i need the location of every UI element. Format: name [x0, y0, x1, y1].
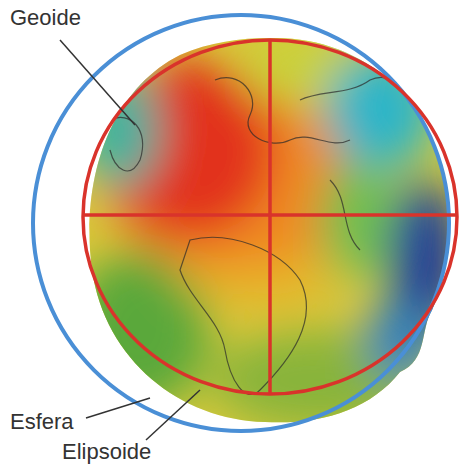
leader-line	[60, 40, 135, 125]
axis-line	[83, 213, 457, 217]
globe	[60, 20, 460, 440]
leader-line	[146, 390, 200, 440]
ellipsoid-outline	[83, 40, 457, 394]
part-label: Elipsoide	[62, 440, 151, 464]
axis-line	[268, 40, 272, 394]
leader-line	[86, 398, 150, 418]
part-label: Esfera	[10, 410, 74, 434]
part-label: Geoide	[10, 6, 81, 30]
